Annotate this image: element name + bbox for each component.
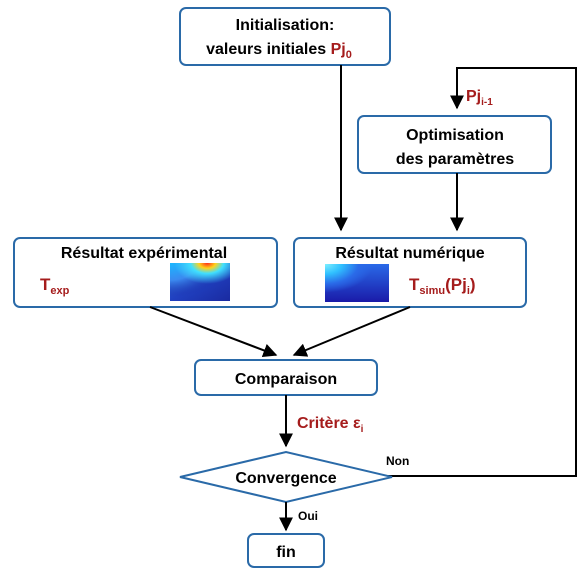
arrow-experimental-to-comparison: [149, 306, 278, 358]
numerical-title: Résultat numérique: [335, 245, 484, 262]
end-box: fin: [247, 533, 325, 568]
init-param: Pj: [331, 41, 346, 58]
no-label: Non: [386, 454, 409, 468]
yes-label: Oui: [298, 509, 318, 523]
optimisation-line1: Optimisation: [406, 127, 504, 144]
end-label: fin: [276, 544, 296, 561]
comparison-label: Comparaison: [235, 371, 337, 388]
feedback-loop-line: [388, 67, 577, 477]
comparison-box: Comparaison: [194, 359, 378, 396]
experimental-symbol: Texp: [40, 275, 70, 297]
numerical-box: Résultat numérique Tsimu(Pji): [293, 237, 527, 308]
init-subtitle: valeurs initiales Pj0: [206, 41, 352, 61]
optimisation-line2: des paramètres: [396, 151, 514, 168]
arrow-numerical-to-comparison: [292, 306, 411, 357]
experimental-title: Résultat expérimental: [61, 245, 227, 262]
optimisation-box: Optimisation des paramètres: [357, 115, 552, 174]
convergence-decision: Convergence: [179, 450, 393, 504]
init-title: Initialisation:: [236, 17, 335, 34]
init-box: Initialisation: valeurs initiales Pj0: [179, 7, 391, 66]
feedback-param-label: Pji-1: [466, 88, 493, 108]
convergence-label: Convergence: [235, 470, 336, 487]
numerical-heatmap-image: [325, 264, 389, 302]
criterion-label: Critère εi: [297, 415, 364, 435]
numerical-symbol: Tsimu(Pji): [409, 275, 476, 297]
experimental-box: Résultat expérimental Texp: [13, 237, 278, 308]
experimental-heatmap-image: [170, 263, 230, 301]
init-param-sub: 0: [346, 49, 352, 61]
